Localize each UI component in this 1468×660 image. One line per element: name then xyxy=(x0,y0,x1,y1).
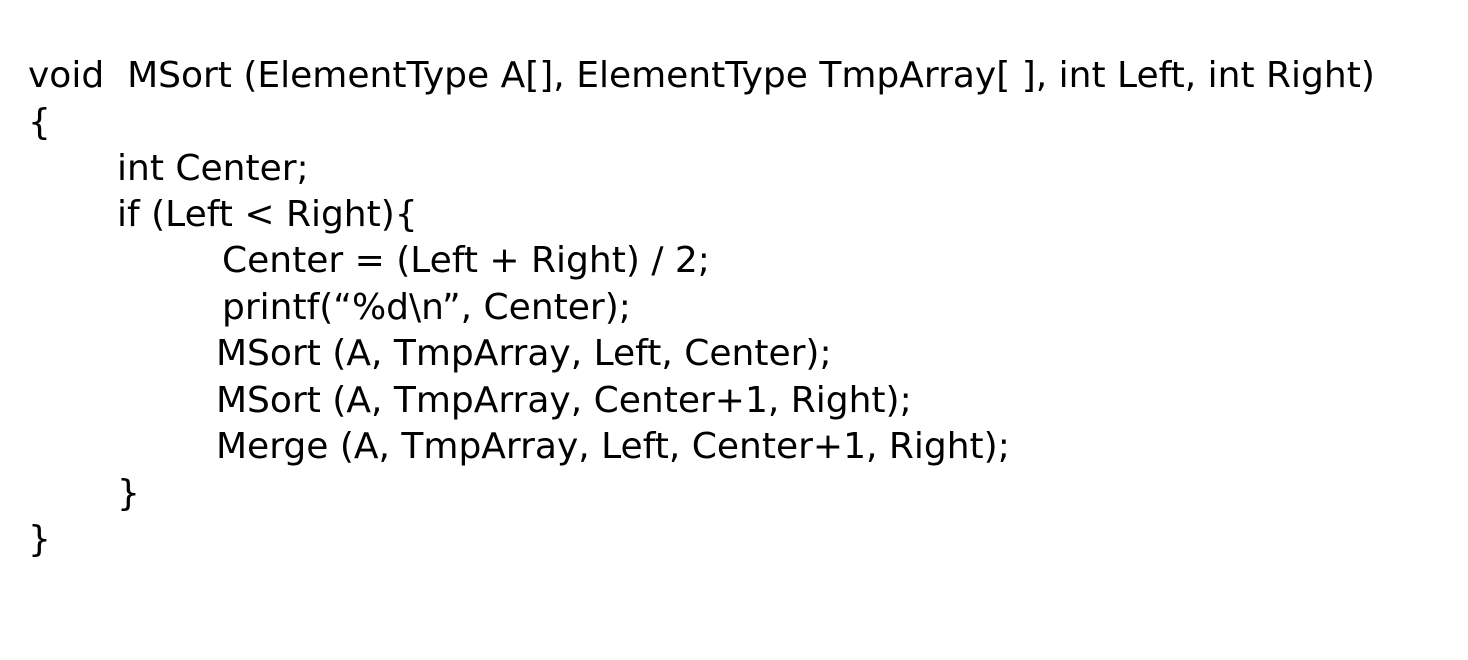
code-line-open-brace: { xyxy=(28,102,51,143)
code-line-msort-left: MSort (A, TmpArray, Left, Center); xyxy=(216,333,832,374)
code-line-printf: printf(“%d\n”, Center); xyxy=(222,287,631,328)
code-line-msort-right: MSort (A, TmpArray, Center+1, Right); xyxy=(216,380,912,421)
code-line-declare-center: int Center; xyxy=(117,148,309,189)
code-line-merge: Merge (A, TmpArray, Left, Center+1, Righ… xyxy=(216,426,1010,467)
code-line-compute-center: Center = (Left + Right) / 2; xyxy=(222,240,710,281)
code-line-function-signature: void MSort (ElementType A[], ElementType… xyxy=(28,55,1375,96)
code-line-if-condition: if (Left < Right){ xyxy=(117,194,418,235)
code-line-close-function-brace: } xyxy=(28,519,51,560)
code-line-close-if-brace: } xyxy=(117,473,140,514)
